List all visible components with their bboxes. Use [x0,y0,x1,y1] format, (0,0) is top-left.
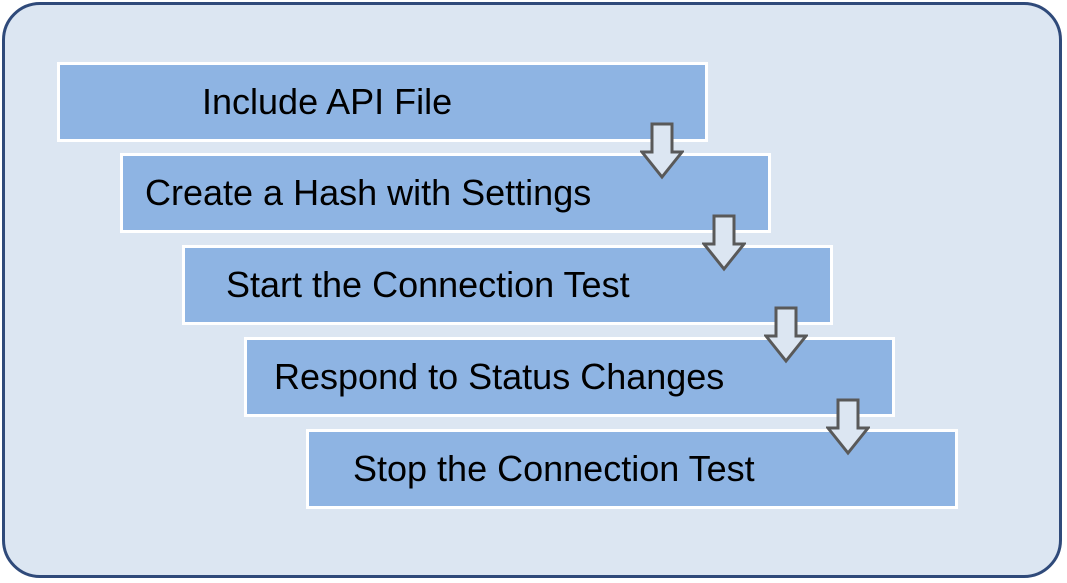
step-label: Create a Hash with Settings [145,172,592,213]
step-label: Stop the Connection Test [353,448,755,489]
down-arrow-icon [640,122,684,180]
down-arrow-icon [826,398,870,456]
step-label: Start the Connection Test [226,264,630,305]
down-arrow-icon [764,306,808,364]
down-arrow-icon [702,214,746,272]
step-include-api-file: Include API File [57,62,708,142]
step-label: Respond to Status Changes [274,356,725,397]
step-label: Include API File [202,81,453,122]
